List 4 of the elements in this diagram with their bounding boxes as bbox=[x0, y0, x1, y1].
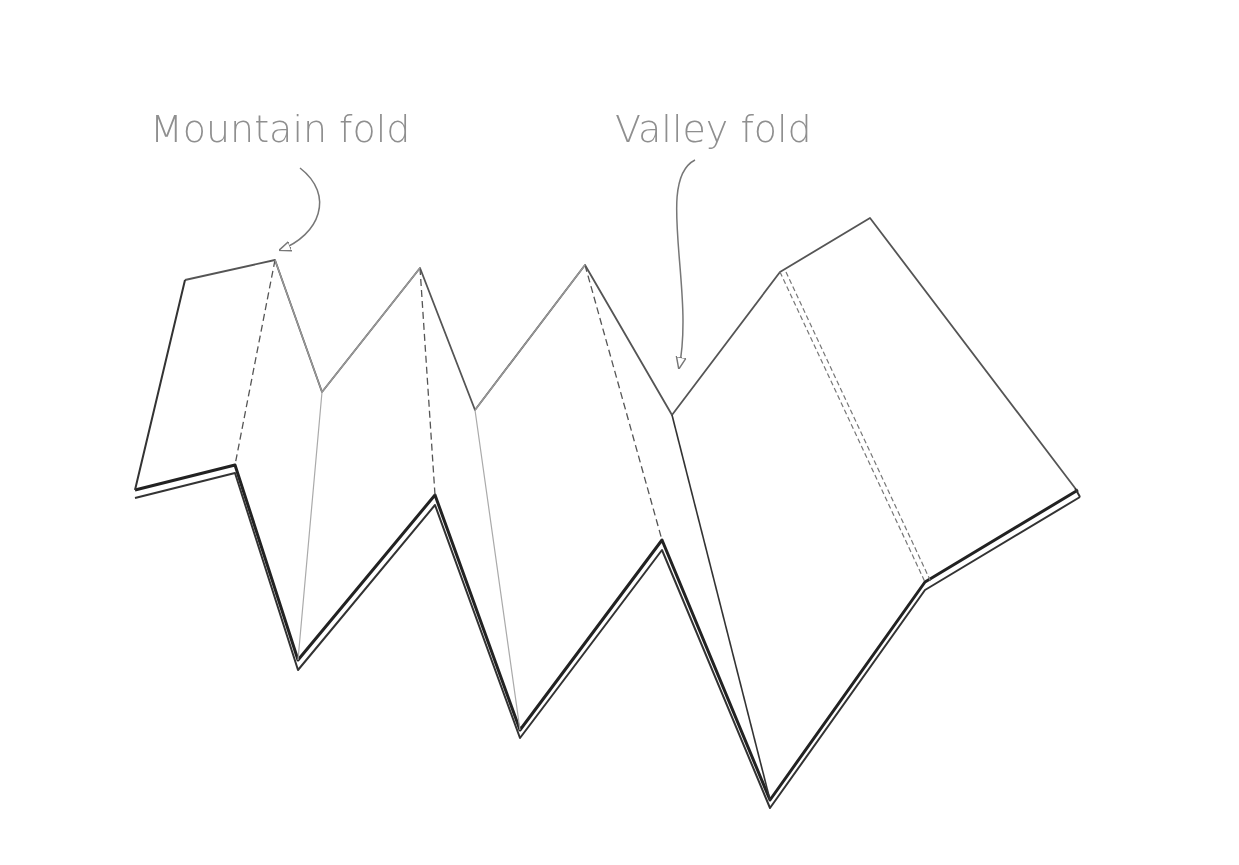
leader-arrow bbox=[675, 159, 696, 370]
fold-label: Mountain fold bbox=[150, 110, 411, 148]
leader-arrow bbox=[278, 167, 321, 252]
fold-label: Valley fold bbox=[615, 110, 812, 148]
